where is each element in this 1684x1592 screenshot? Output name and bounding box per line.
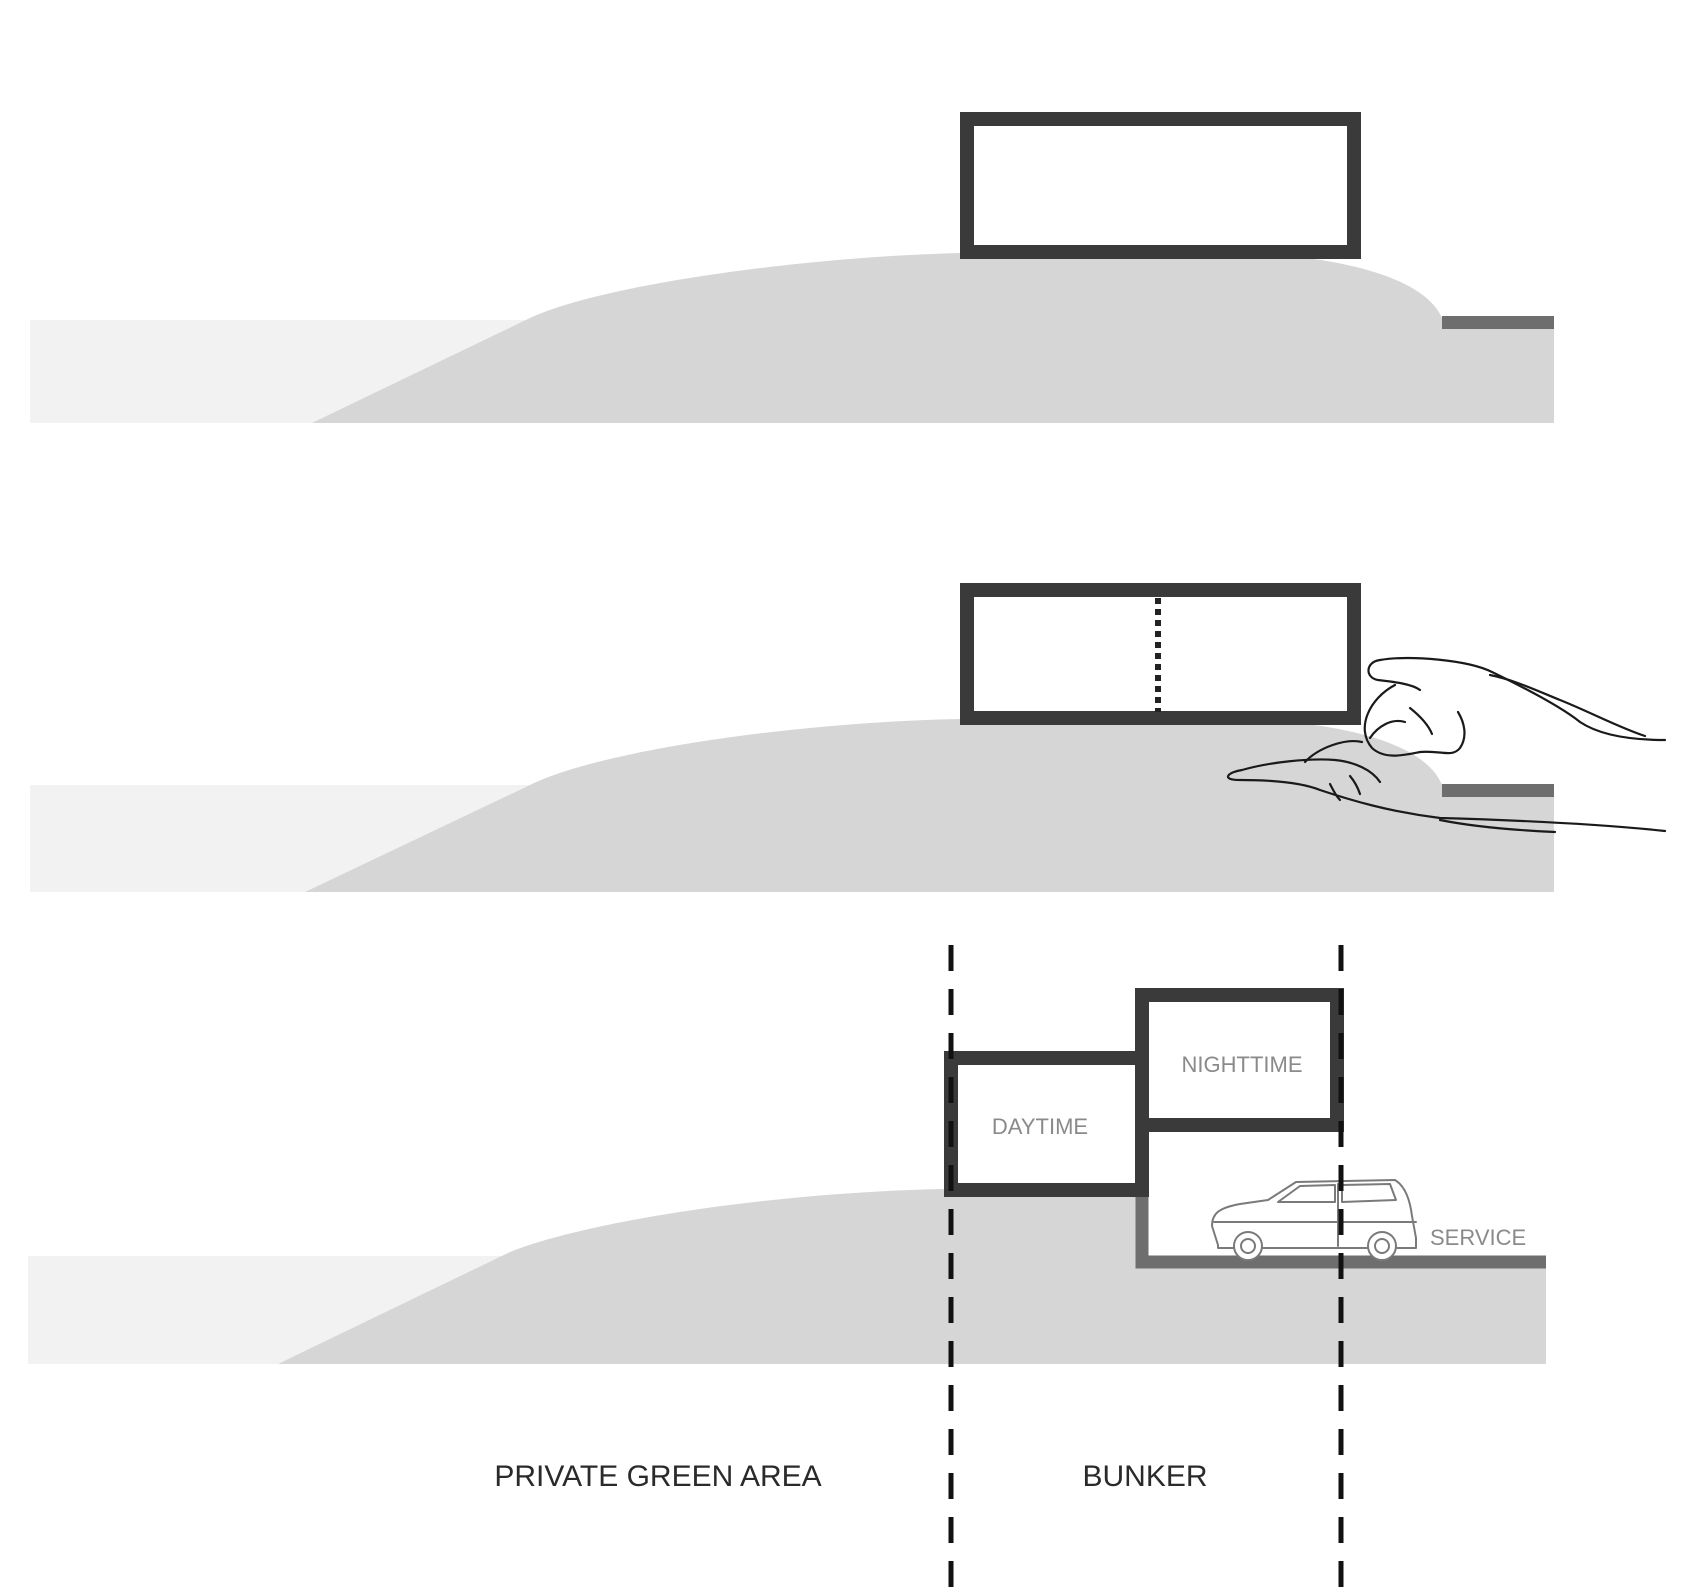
nighttime-label: NIGHTTIME	[1182, 1052, 1303, 1077]
panel-3: DAYTIME NIGHTTIME SERVICE	[28, 988, 1546, 1364]
panel-2	[30, 583, 1667, 892]
bunker-label: BUNKER	[1082, 1460, 1207, 1493]
service-label: SERVICE	[1430, 1225, 1526, 1250]
panel-3-hill	[278, 1189, 1546, 1364]
private-green-area-label: PRIVATE GREEN AREA	[494, 1460, 821, 1493]
panel-1-ledge	[1442, 316, 1554, 329]
panel-1-hill	[312, 253, 1554, 423]
panel-1-volume	[960, 112, 1361, 259]
panel-2-ledge	[1442, 784, 1554, 797]
daytime-label: DAYTIME	[992, 1114, 1088, 1139]
panel-1	[30, 112, 1554, 423]
car-illustration	[1211, 1179, 1417, 1261]
nighttime-volume	[1135, 988, 1344, 1132]
panel-2-volume	[960, 583, 1361, 725]
hand-illustration	[1227, 656, 1667, 834]
panel-2-hill	[305, 719, 1554, 892]
